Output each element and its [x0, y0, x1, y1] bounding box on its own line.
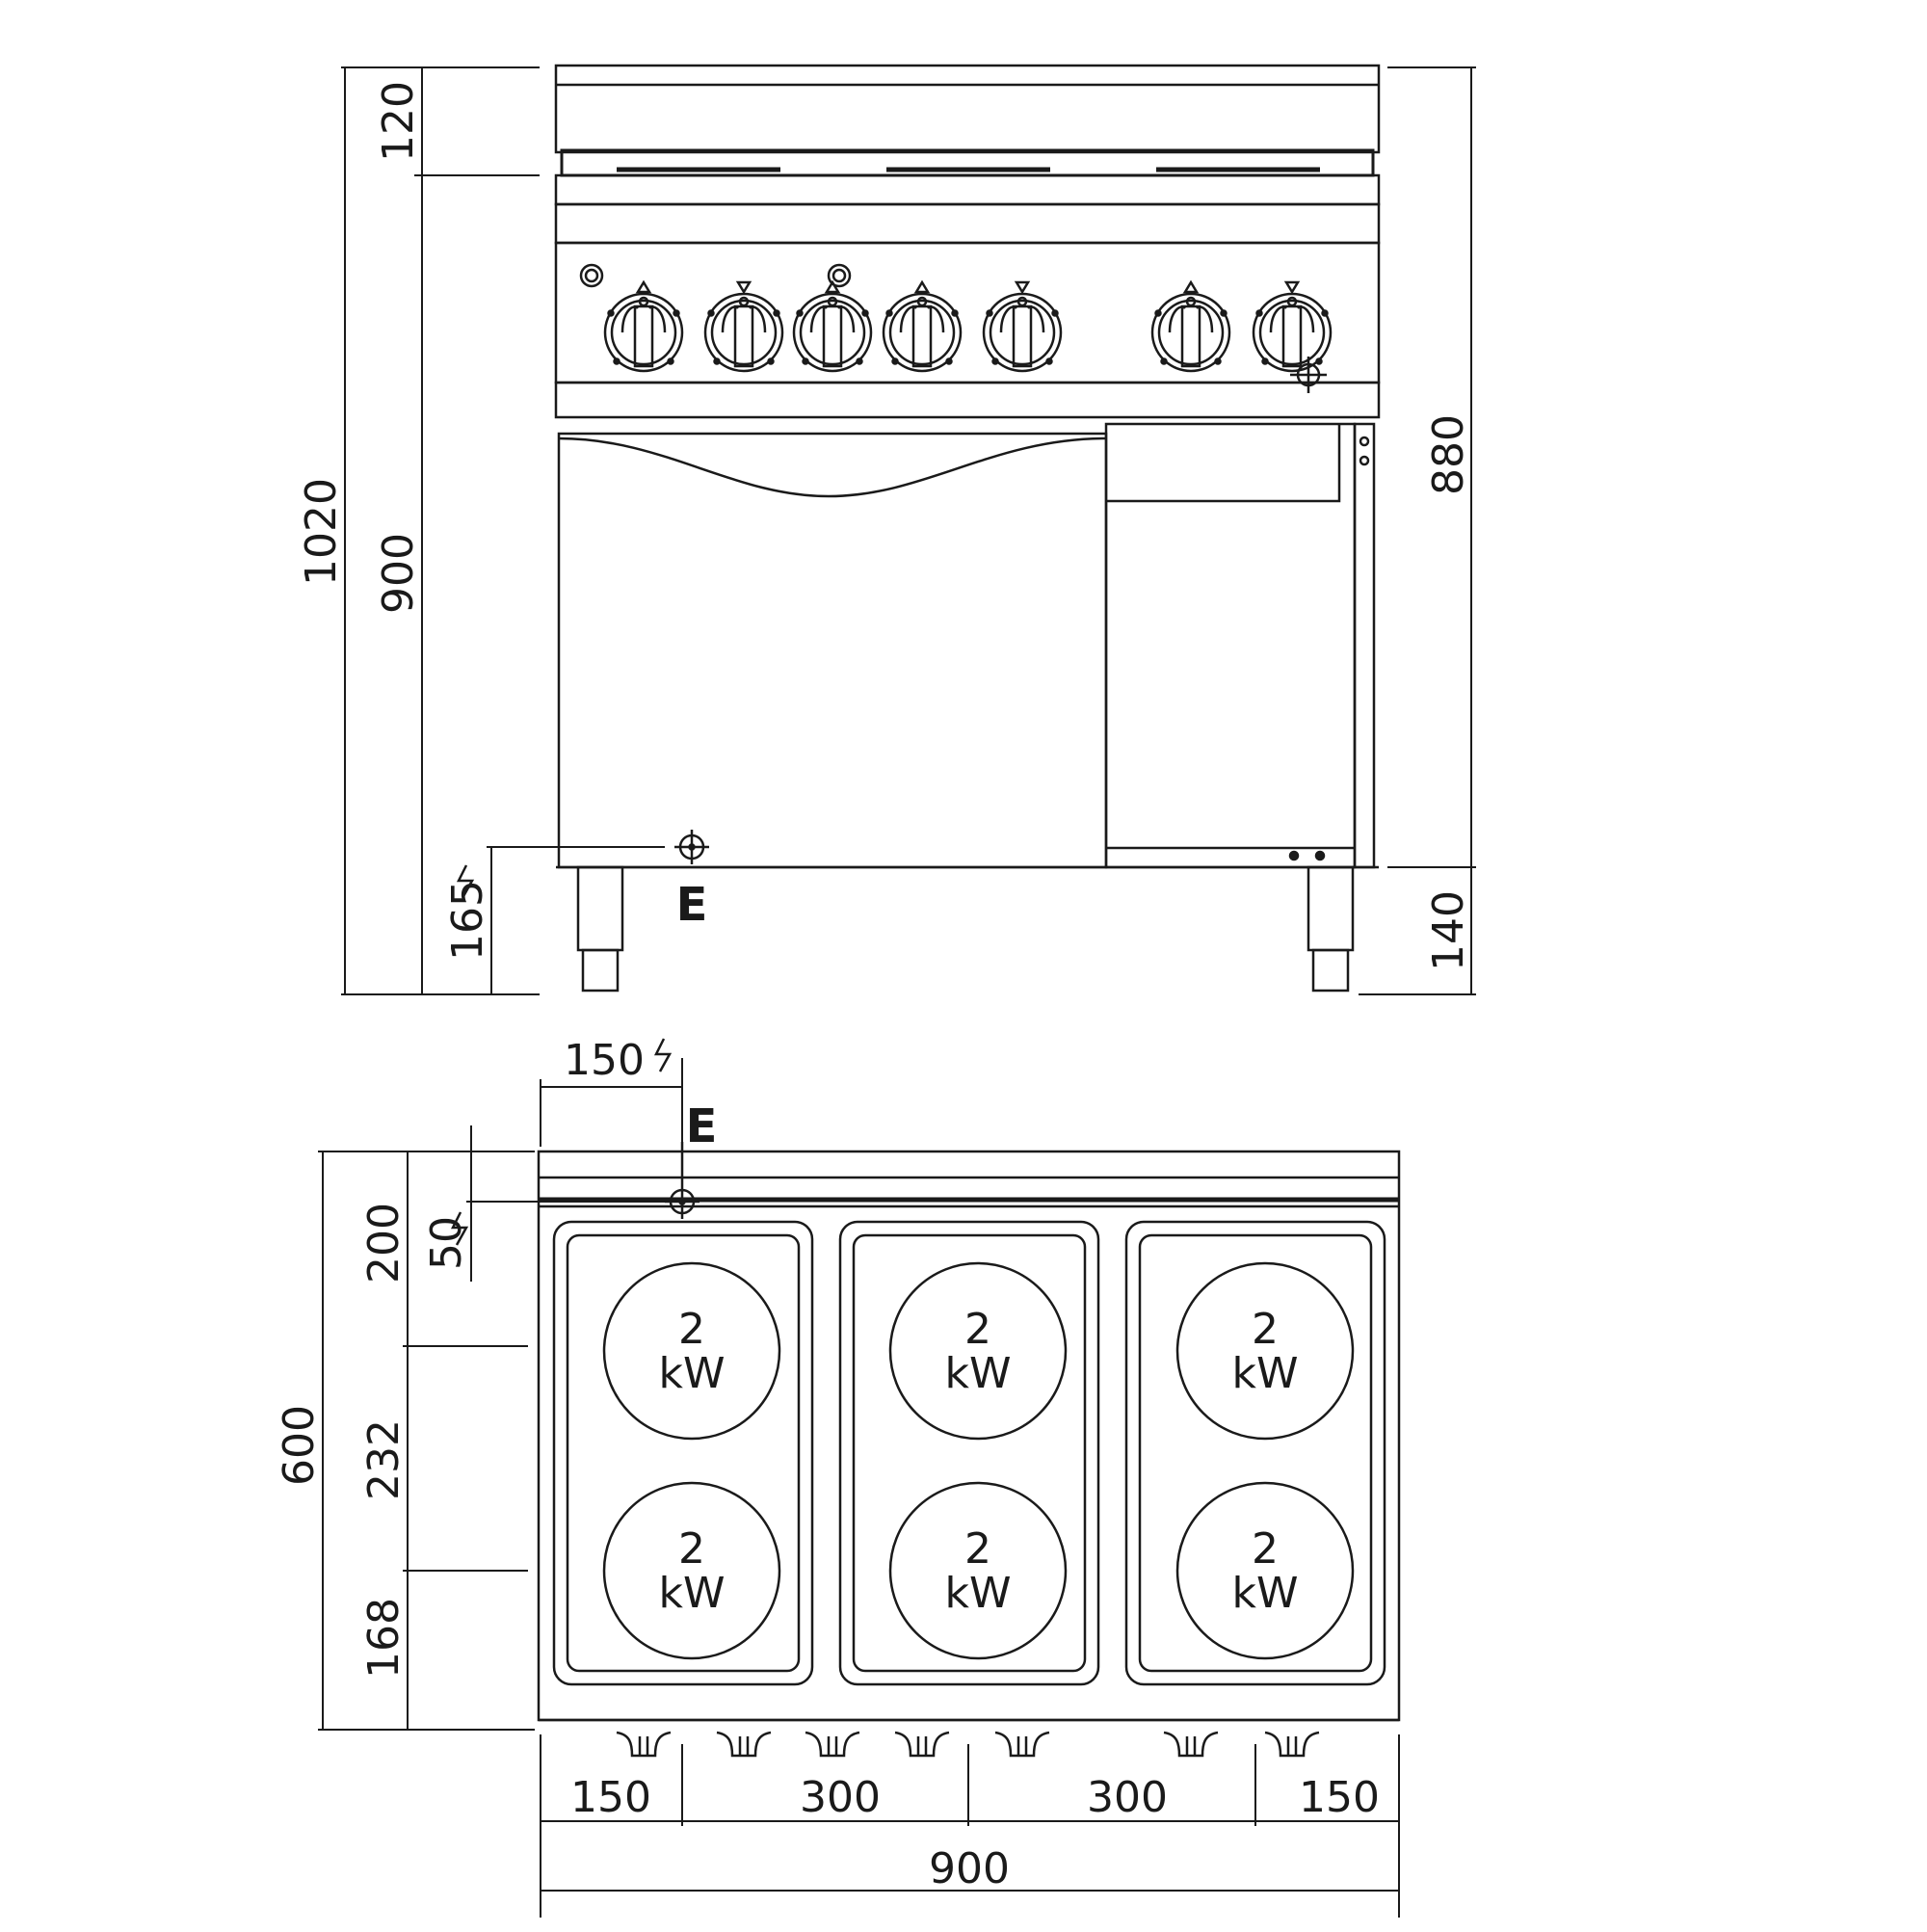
- dim-seg-2: 300: [800, 1773, 881, 1822]
- hotplate-power: 2: [964, 1305, 991, 1354]
- hotplate: 2kW: [602, 1261, 781, 1441]
- triangle-down-icon: [1283, 280, 1301, 295]
- triangle-up-icon: [824, 279, 841, 294]
- front-foot-left: [576, 865, 624, 992]
- oven-door: [557, 432, 1108, 869]
- hotplate: 2kW: [1175, 1261, 1355, 1441]
- front-dimension-lines: [341, 66, 1476, 995]
- control-knob: [792, 279, 873, 373]
- indicator-light-icon: [579, 263, 604, 288]
- indicator-light-icon: [827, 263, 852, 288]
- lightning-icon: [450, 1211, 469, 1246]
- knob-stub: [894, 1731, 950, 1758]
- hotplate-power: 2: [1252, 1305, 1279, 1354]
- hotplate-unit: kW: [945, 1569, 1012, 1618]
- dim-depth-total: 600: [275, 1405, 324, 1486]
- knob-stub: [805, 1731, 860, 1758]
- dim-total-height: 1020: [297, 478, 346, 586]
- knob-stub: [616, 1731, 672, 1758]
- dim-seg-4: 150: [1299, 1773, 1380, 1822]
- lightning-icon: [653, 1038, 673, 1072]
- connection-label-front: E: [676, 878, 708, 932]
- dim-feet-height: 140: [1424, 890, 1473, 971]
- electrical-connection-icon: [665, 1142, 700, 1219]
- dim-front-height: 880: [1424, 414, 1473, 495]
- control-knob: [1252, 280, 1333, 373]
- control-knobs: [603, 279, 1333, 393]
- crosshair-icon: [1290, 357, 1327, 393]
- electrical-connection-icon: [674, 830, 709, 864]
- knob-stubs-top: [616, 1731, 1320, 1758]
- dim-seg-1: 150: [570, 1773, 651, 1822]
- door-handle-curve: [558, 437, 1107, 498]
- triangle-up-icon: [635, 279, 652, 294]
- control-knob: [703, 280, 784, 373]
- triangle-up-icon: [913, 279, 931, 294]
- hotplate-unit: kW: [659, 1349, 726, 1398]
- dim-seg-3: 300: [1087, 1773, 1168, 1822]
- control-knob: [982, 280, 1063, 373]
- hotplate-tray-1: [552, 1220, 814, 1686]
- hotplate: 2kW: [888, 1261, 1068, 1441]
- control-knob: [1150, 279, 1231, 373]
- hotplate-unit: kW: [1232, 1349, 1299, 1398]
- knob-stub: [1264, 1731, 1320, 1758]
- top-dimension-lines: [318, 1058, 1400, 1918]
- knob-stub: [994, 1731, 1050, 1758]
- hotplate-tray-2: [838, 1220, 1100, 1686]
- control-knob: [882, 279, 963, 373]
- hotplate-power: 2: [1252, 1524, 1279, 1574]
- triangle-down-icon: [1014, 280, 1031, 295]
- dim-body-height: 900: [374, 533, 423, 614]
- hotplate: 2kW: [888, 1481, 1068, 1660]
- lightning-icon: [456, 864, 475, 899]
- front-view: [554, 64, 1381, 992]
- rear-upstand: [554, 64, 1381, 154]
- hotplate-tray-3: [1124, 1220, 1386, 1686]
- hotplate-unit: kW: [659, 1569, 726, 1618]
- side-compartment: [1104, 422, 1357, 869]
- dim-depth-mid: 232: [359, 1419, 409, 1500]
- hotplate: 2kW: [1175, 1481, 1355, 1660]
- dim-depth-rear: 200: [359, 1203, 409, 1284]
- hotplate: 2kW: [602, 1481, 781, 1660]
- hotplate-power: 2: [964, 1524, 991, 1574]
- dim-connection-height: 165: [443, 880, 492, 961]
- triangle-down-icon: [735, 280, 752, 295]
- connection-label-top: E: [686, 1099, 718, 1153]
- hotplate-power: 2: [678, 1524, 705, 1574]
- dim-width-total: 900: [929, 1844, 1010, 1893]
- knob-stub: [716, 1731, 772, 1758]
- dim-conn-x: 150: [564, 1036, 645, 1085]
- hotplate-unit: kW: [945, 1349, 1012, 1398]
- front-foot-right: [1307, 865, 1355, 992]
- dim-conn-y: 50: [422, 1216, 471, 1270]
- control-knob: [603, 279, 684, 373]
- dim-depth-front: 168: [359, 1598, 409, 1679]
- hotplate-unit: kW: [1232, 1569, 1299, 1618]
- knob-stub: [1163, 1731, 1219, 1758]
- hotplate-power: 2: [678, 1305, 705, 1354]
- triangle-up-icon: [1182, 279, 1200, 294]
- dim-top-rear: 120: [374, 81, 423, 162]
